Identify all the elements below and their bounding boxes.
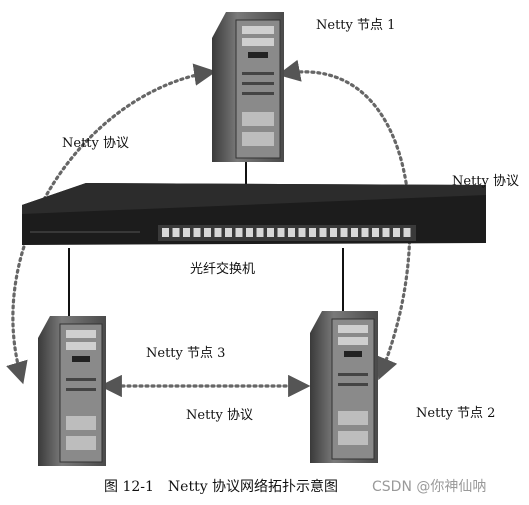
fiber-switch [22,183,486,245]
switch-port [288,228,295,237]
switch-port-row [162,228,411,237]
protocol-link-left [6,63,217,385]
switch-port [309,228,316,237]
switch-port [172,228,180,237]
figure-number: 图 12-1 [104,479,154,495]
switch-port [246,228,253,237]
node1-label: Netty 节点 1 [316,18,396,33]
protocol-label-left: Netty 协议 [62,136,129,151]
switch-port [382,228,390,237]
switch-port [277,228,285,237]
switch-label: 光纤交换机 [190,262,256,277]
switch-port [319,228,327,237]
protocol-link-right [277,59,412,381]
switch-port [256,228,264,237]
server-node-3 [38,316,106,466]
server-node-1 [212,12,284,162]
watermark: CSDN @你神仙呐 [372,479,487,495]
switch-port [214,228,222,237]
switch-port [330,228,337,237]
figure-title: Netty 协议网络拓扑示意图 [167,479,339,495]
switch-port [340,228,348,237]
switch-port [372,228,379,237]
protocol-label-right: Netty 协议 [452,174,519,189]
switch-port [193,228,201,237]
switch-port [361,228,369,237]
figure-caption: 图 12-1 Netty 协议网络拓扑示意图 [104,476,338,496]
switch-port [225,228,232,237]
switch-port [267,228,274,237]
switch-port [183,228,190,237]
switch-port [393,228,400,237]
switch-port [298,228,306,237]
node3-label: Netty 节点 3 [146,346,226,361]
node2-label: Netty 节点 2 [416,406,496,421]
server-node-2 [310,311,378,463]
protocol-label-bottom: Netty 协议 [186,408,253,423]
switch-port [235,228,243,237]
switch-port [204,228,211,237]
switch-port [162,228,169,237]
switch-port [351,228,358,237]
switch-port [403,228,411,237]
